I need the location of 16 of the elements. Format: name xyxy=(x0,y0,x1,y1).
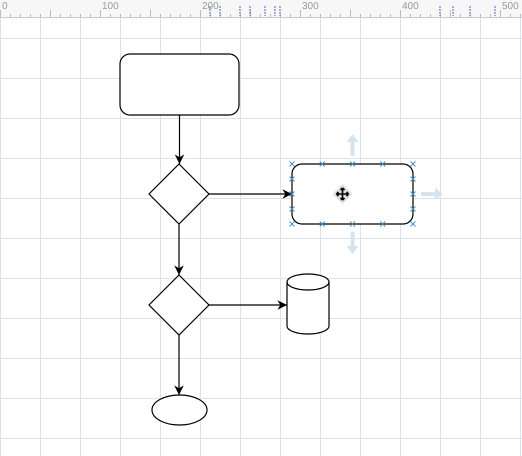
arrow xyxy=(174,115,184,164)
ruler-number: 500 xyxy=(502,2,519,12)
rounded-box xyxy=(120,54,239,115)
ruler-number: 100 xyxy=(102,2,119,12)
decision-diamond xyxy=(149,164,209,224)
ruler-number: 0 xyxy=(2,2,8,12)
database-cylinder xyxy=(287,274,329,334)
ruler-number: 200 xyxy=(202,2,219,12)
arrow xyxy=(209,300,287,310)
arrow xyxy=(174,224,184,275)
ruler-number: 400 xyxy=(402,2,419,12)
arrow xyxy=(174,335,184,395)
ruler-number: 300 xyxy=(302,2,319,12)
decision-diamond xyxy=(149,275,209,335)
ellipse xyxy=(152,395,207,425)
arrow xyxy=(209,189,292,199)
